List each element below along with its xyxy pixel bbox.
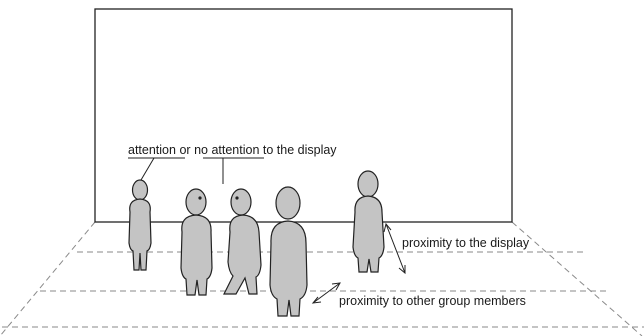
proximity-to-display-label: proximity to the display [402,236,530,250]
svg-text:attention or no at: attention or no attention to the display [128,143,337,157]
person-2-eye [198,196,201,199]
person-3-eye [235,196,238,199]
attention-or-label: or [179,143,190,157]
public-display [95,9,512,222]
proximity-to-group-label: proximity to other group members [339,294,526,308]
floor-edge-left [0,222,95,336]
floor-grid [0,222,644,336]
no-attention-label: no attention [194,143,259,157]
floor-edge-right [512,222,642,336]
attention-suffix-label: to the display [263,143,337,157]
attention-label: attention [128,143,176,157]
proximity-to-group-arrow [313,283,340,303]
